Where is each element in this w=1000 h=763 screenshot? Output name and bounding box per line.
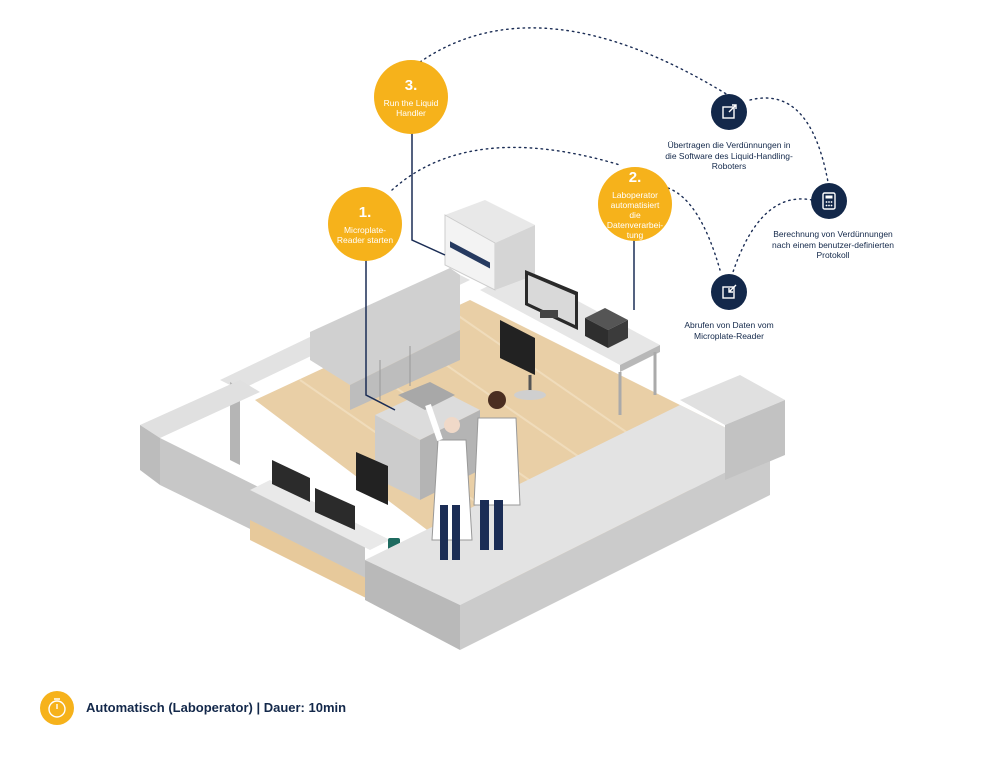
front-right-counters xyxy=(365,375,785,650)
step-1-number: 1. xyxy=(358,203,372,221)
equipment-rack xyxy=(585,308,628,348)
node-calculation-label: Berechnung von Verdünnungen nach einem b… xyxy=(772,229,894,260)
step-3-circle: 3. Run the Liquid Handler xyxy=(374,60,448,134)
scientist-man xyxy=(473,391,521,550)
step-1-label: Microplate-Reader starten xyxy=(336,224,394,245)
front-left-counters xyxy=(140,380,390,600)
office-chair xyxy=(500,320,546,400)
step-3-number: 3. xyxy=(404,76,418,94)
node-fetch-label: Abrufen von Daten vom Microplate-Reader xyxy=(684,320,774,341)
back-monitor xyxy=(525,270,578,330)
timer-icon xyxy=(40,691,74,725)
calculator-icon xyxy=(811,183,847,219)
step-2-label: Laboperator automatisiert die Datenverar… xyxy=(606,189,664,240)
export-icon xyxy=(711,94,747,130)
scientist-woman xyxy=(425,404,473,560)
duration-caption: Automatisch (Laboperator) | Dauer: 10min xyxy=(86,700,347,715)
back-left-counters xyxy=(220,268,470,465)
step-2-number: 2. xyxy=(628,168,642,186)
step-3-label: Run the Liquid Handler xyxy=(383,97,439,118)
node-transfer-label: Übertragen die Verdünnungen in die Softw… xyxy=(665,140,793,171)
step-2-circle: 2. Laboperator automatisiert die Datenve… xyxy=(598,167,672,241)
import-icon xyxy=(711,274,747,310)
step-1-circle: 1. Microplate-Reader starten xyxy=(328,187,402,261)
